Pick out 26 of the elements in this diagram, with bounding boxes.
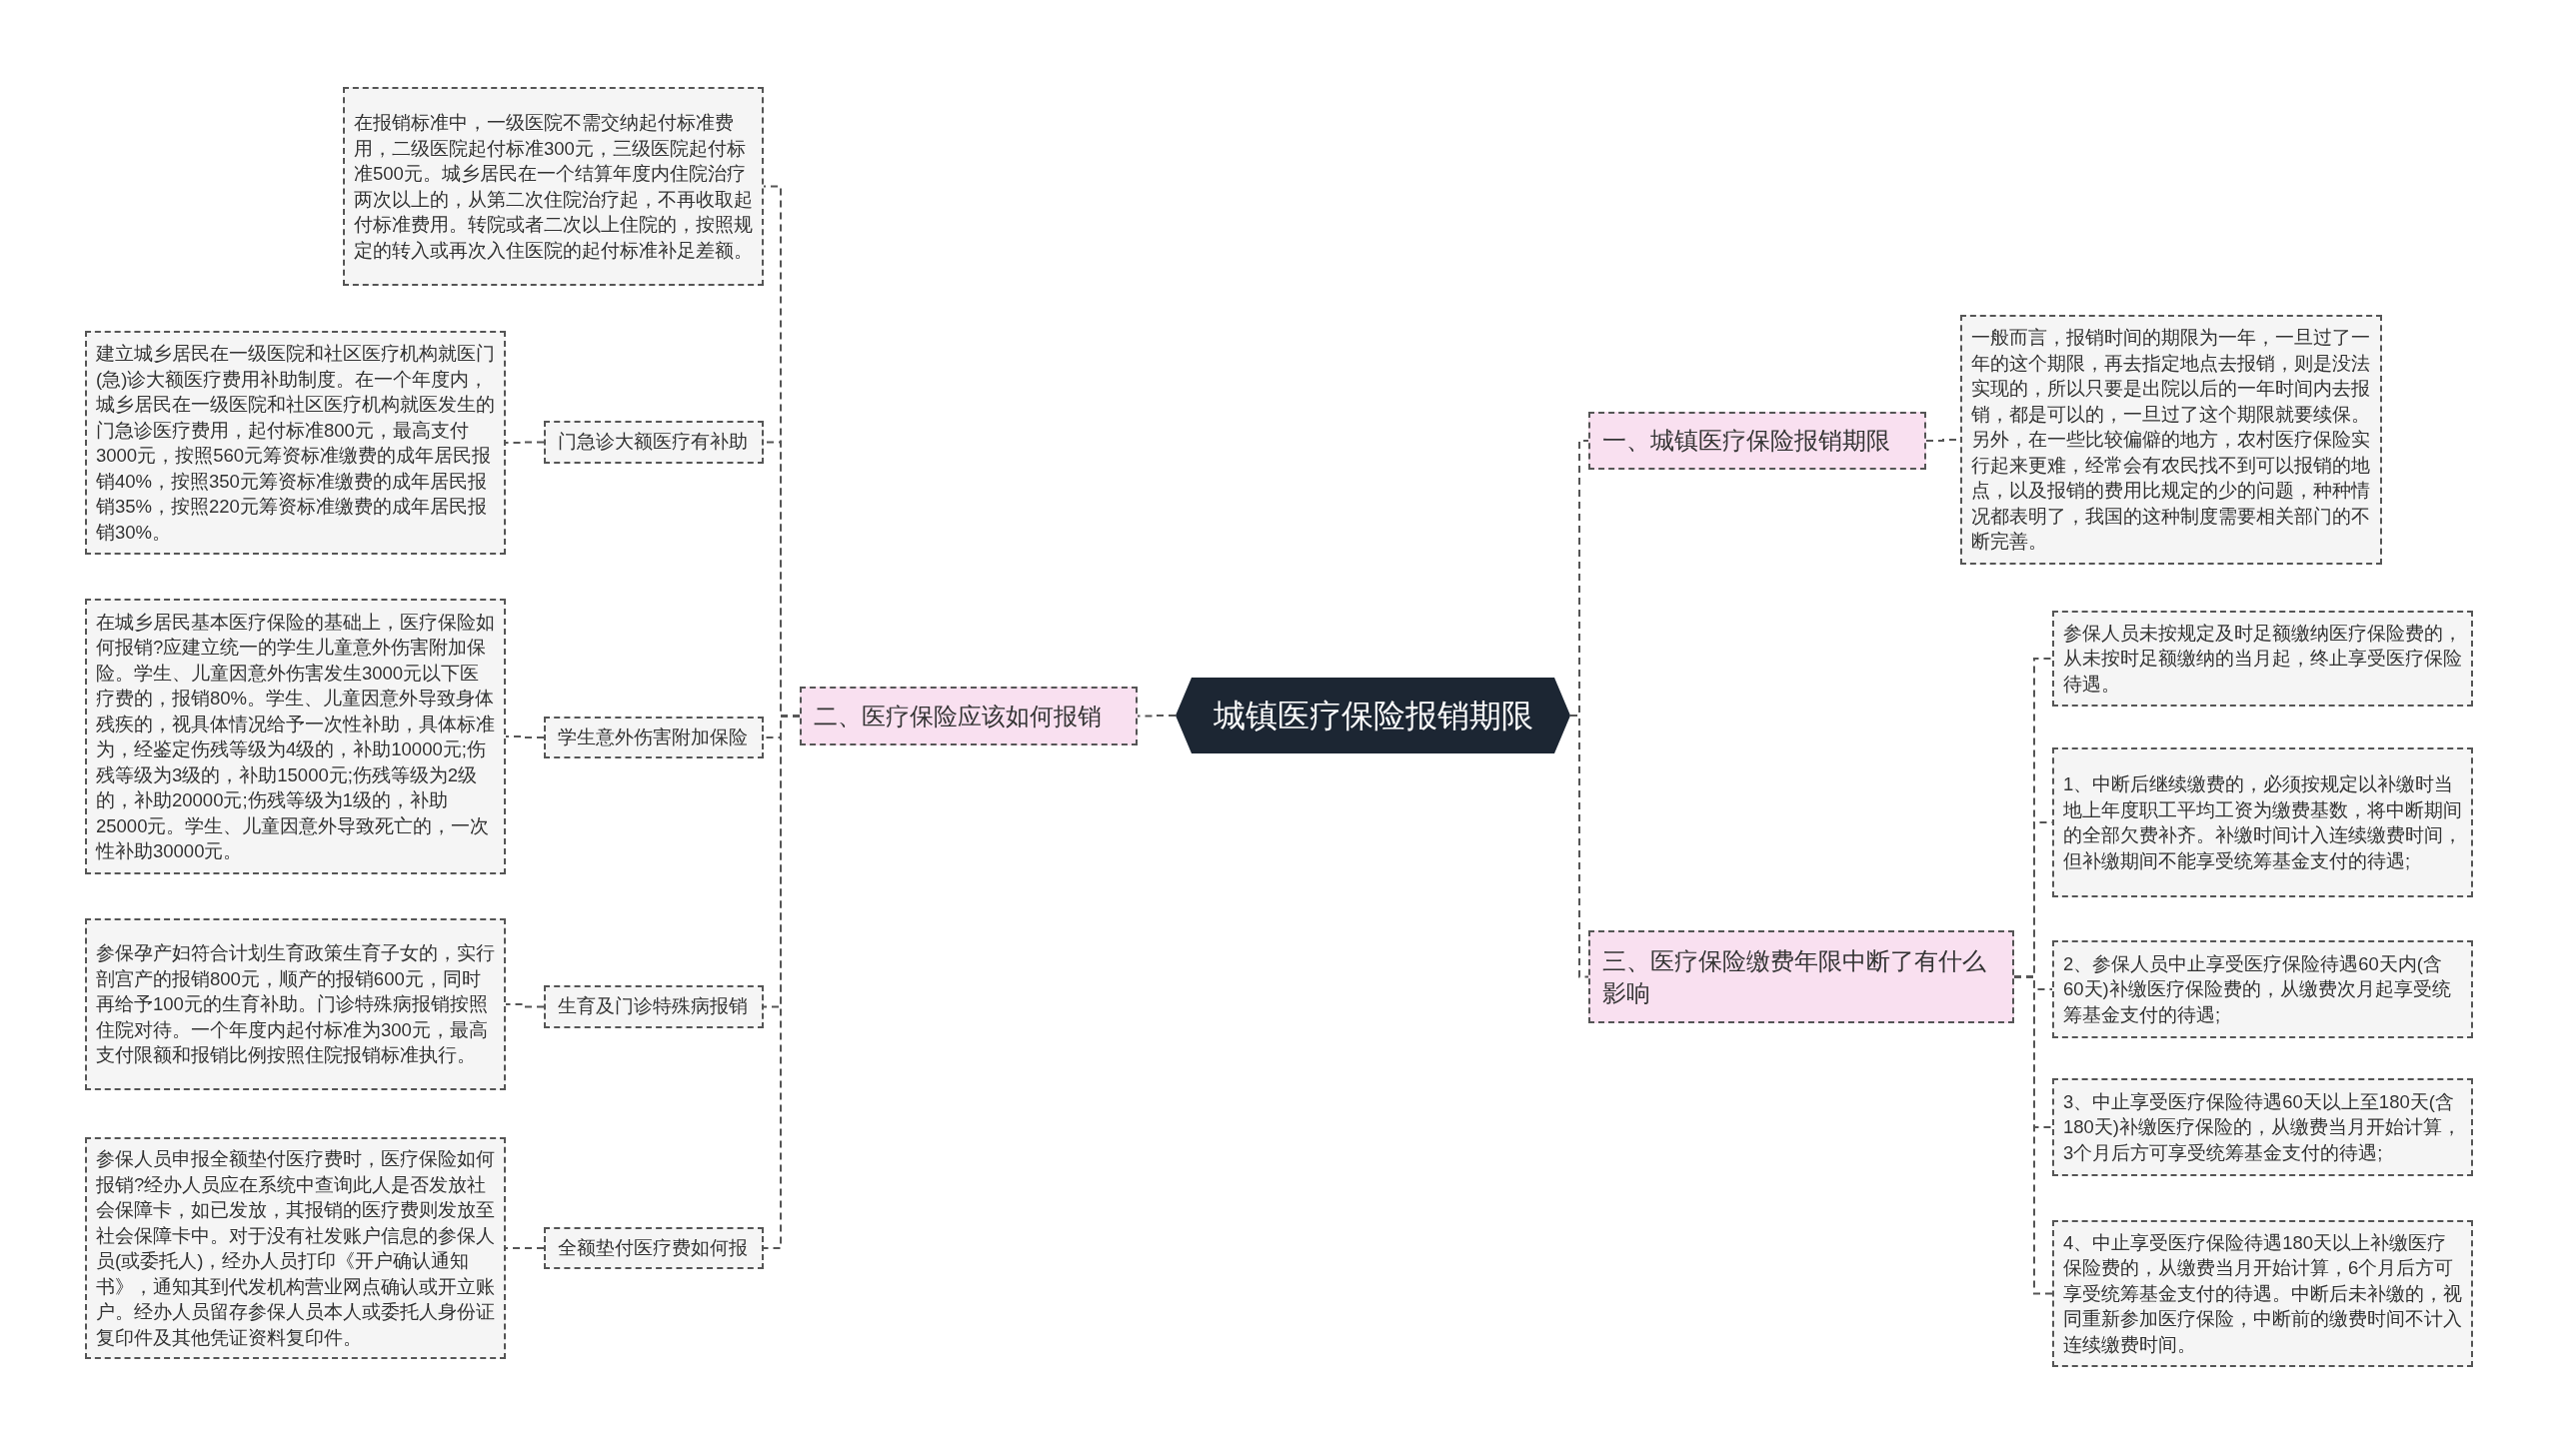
connector xyxy=(2013,975,2053,1295)
note-box: 一般而言，报销时间的期限为一年，一旦过了一年的这个期限，再去指定地点去报销，则是没法实现的，所以只要是出院以后的一年时间内去报销，都是可以的，一旦过了这个期限就要续保。另外，在一些比较偏僻的地方，农村医疗保险实行起来更难，经常会有农民找不到可以报销的地点，以及报销的费用比规定的少的问题，种种情况都表明了，我国的这种制度需要相关部门的不断完善。 xyxy=(1960,315,2382,565)
connector xyxy=(505,735,545,738)
note-box: 4、中止享受医疗保险待遇180天以上补缴医疗保险费的，从缴费当月开始计算，6个月后方可享受统筹基金支付的待遇。中断后未补缴的，视同重新参加医疗保险，中断前的缴费时间不计入连续缴费时间。 xyxy=(2052,1220,2473,1367)
note-box: 参保人员申报全额垫付医疗费时，医疗保险如何报销?经办人员应在系统中查询此人是否发放社会保障卡，如已发放，其报销的医疗费则发放至社会保障卡中。对于没有社发账户信息的参保人员(或委托人)，经办人员打印《开户确认通知书》，通知其到代发机构营业网点确认或开立账户。经办人员留存参保人员本人或委托人身份证复印件及其他凭证资料复印件。 xyxy=(85,1137,506,1359)
connector xyxy=(1569,715,1589,978)
topic-box: 一、城镇医疗保险报销期限 xyxy=(1588,412,1926,470)
note-box: 参保人员未按规定及时足额缴纳医疗保险费的，从未按时足额缴纳的当月起，终止享受医疗保险待遇。 xyxy=(2052,611,2473,707)
connector xyxy=(1137,715,1177,718)
subtopic-box: 生育及门诊特殊病报销 xyxy=(544,985,764,1028)
note-box: 在城乡居民基本医疗保险的基础上，医疗保险如何报销?应建立统一的学生儿童意外伤害附加保险。学生、儿童因意外伤害发生3000元以下医疗费的，报销80%。学生、儿童因意外导致身体残疾的，视具体情况给予一次性补助，具体标准为，经鉴定伤残等级为4级的，补助10000元;伤残等级为3级的，补助15000元;伤残等级为2级的，补助20000元;伤残等级为1级的，补助25000元。学生、儿童因意外导致死亡的，一次性补助30000元。 xyxy=(85,599,506,874)
subtopic-box: 学生意外伤害附加保险 xyxy=(544,717,764,758)
note-box: 在报销标准中，一级医院不需交纳起付标准费用，二级医院起付标准300元，三级医院起付标准500元。城乡居民在一个结算年度内住院治疗两次以上的，从第二次住院治疗起，不再收取起付标准费用。转院或者二次以上住院的，按照规定的转入或再次入住医院的起付标准补足差额。 xyxy=(343,87,764,286)
note-box: 参保孕产妇符合计划生育政策生育子女的，实行剖宫产的报销800元，顺产的报销600元，同时再给予100元的生育补助。门诊特殊病报销按照住院对待。一个年度内起付标准为300元，最高支付限额和报销比例按照住院报销标准执行。 xyxy=(85,918,506,1090)
note-box: 2、参保人员中止享受医疗保险待遇60天内(含60天)补缴医疗保险费的，从缴费次月起享受统筹基金支付的待遇; xyxy=(2052,940,2473,1038)
note-box: 1、中断后继续缴费的，必须按规定以补缴时当地上年度职工平均工资为缴费基数，将中断期间的全部欠费补齐。补缴时间计入连续缴费时间，但补缴期间不能享受统筹基金支付的待遇; xyxy=(2052,747,2473,897)
connector xyxy=(505,441,545,444)
central-topic: 城镇医疗保险报销期限 xyxy=(1176,678,1570,753)
topic-box: 二、医疗保险应该如何报销 xyxy=(800,687,1138,745)
connector xyxy=(505,1003,545,1008)
subtopic-box: 全额垫付医疗费如何报 xyxy=(544,1227,764,1269)
note-box: 3、中止享受医疗保险待遇60天以上至180天(含180天)补缴医疗保险的，从缴费当月开始计算，3个月后方可享受统筹基金支付的待遇; xyxy=(2052,1078,2473,1176)
subtopic-box: 门急诊大额医疗有补助 xyxy=(544,421,764,464)
note-box: 建立城乡居民在一级医院和社区医疗机构就医门(急)诊大额医疗费用补助制度。在一个年度内，城乡居民在一级医院和社区医疗机构就医发生的门急诊医疗费用，起付标准800元，最高支付3000元，按照560元筹资标准缴费的成年居民报销40%，按照350元筹资标准缴费的成年居民报销35%，按照220元筹资标准缴费的成年居民报销30%。 xyxy=(85,331,506,555)
topic-box: 三、医疗保险缴费年限中断了有什么影响 xyxy=(1588,930,2014,1023)
connector xyxy=(505,1247,545,1249)
